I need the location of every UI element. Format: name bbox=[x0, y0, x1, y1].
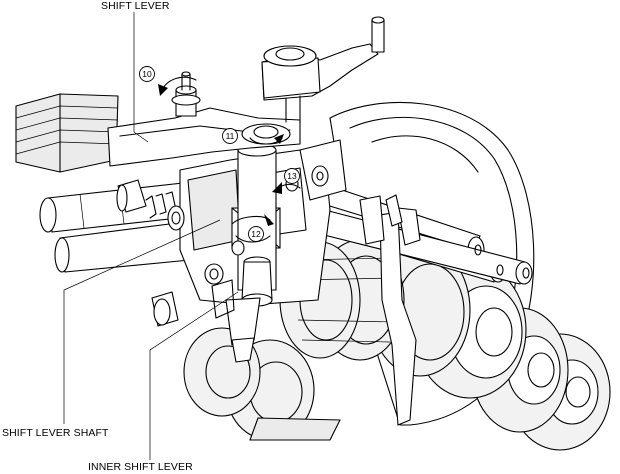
step-number: 13 bbox=[287, 171, 297, 181]
label-shift-lever: SHIFT LEVER bbox=[101, 0, 170, 12]
leader-lines bbox=[63, 12, 239, 460]
detent-bolt bbox=[116, 179, 185, 231]
shift-forks bbox=[359, 194, 421, 426]
shift-lever-shaft bbox=[237, 143, 277, 307]
inner-shift-lever bbox=[211, 279, 261, 363]
step-number: 12 bbox=[251, 229, 261, 239]
step-marker-12: 12 bbox=[248, 226, 264, 242]
side-bolt bbox=[151, 263, 224, 327]
rotation-arrow-11 bbox=[249, 134, 284, 145]
step-number: 11 bbox=[226, 131, 235, 141]
rotation-arrow-13 bbox=[272, 182, 301, 194]
label-inner-shift-lever: INNER SHIFT LEVER bbox=[88, 461, 193, 473]
rotation-arrow-10 bbox=[158, 76, 197, 96]
shift-lever bbox=[15, 71, 301, 173]
label-shift-lever-shaft: SHIFT LEVER SHAFT bbox=[2, 427, 109, 439]
step-marker-10: 10 bbox=[139, 66, 155, 82]
gear-stack-lower bbox=[369, 243, 611, 451]
step-marker-13: 13 bbox=[284, 168, 300, 184]
step-number: 10 bbox=[142, 69, 152, 79]
rotation-arrow-12 bbox=[231, 214, 274, 243]
upper-bracket bbox=[261, 16, 385, 123]
gate-bolts bbox=[231, 165, 329, 256]
step-marker-11: 11 bbox=[222, 128, 238, 144]
